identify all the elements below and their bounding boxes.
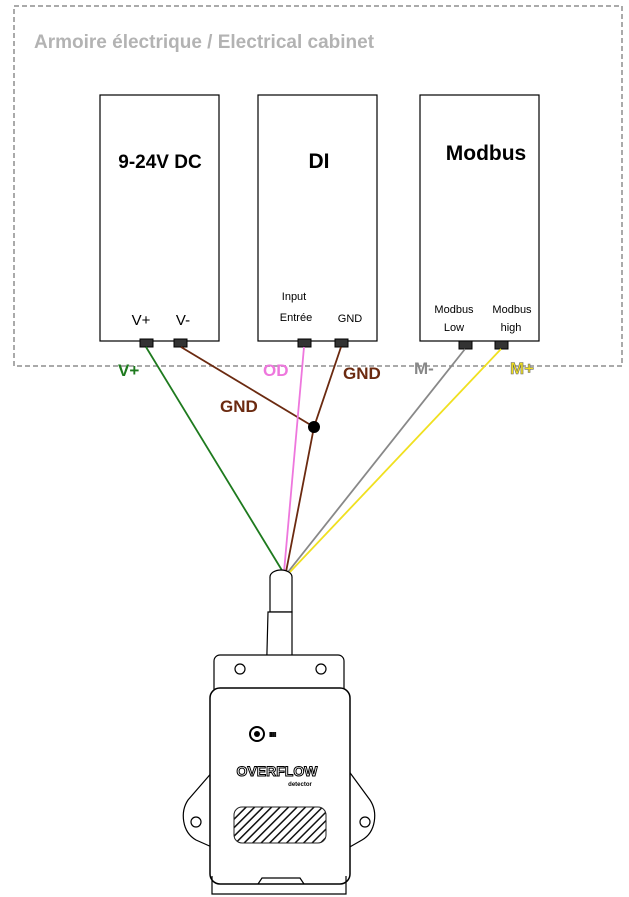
modbus-high-label-2: high	[501, 322, 522, 334]
terminal-di-gnd	[334, 338, 349, 348]
device-label-area	[233, 806, 327, 844]
power-module	[99, 94, 220, 342]
cabinet-boundary	[13, 5, 623, 367]
terminal-vplus	[139, 338, 154, 348]
terminal-vminus	[173, 338, 188, 348]
wire-mplus	[289, 348, 502, 573]
di-input-label-2: Entrée	[280, 312, 312, 324]
modbus-low-label-2: Low	[444, 322, 464, 334]
di-gnd-label: GND	[338, 313, 363, 325]
modbus-high-label-1: Modbus	[492, 304, 532, 316]
terminal-modbus-high	[494, 340, 509, 350]
di-module	[257, 94, 378, 342]
power-module-title: 9-24V DC	[118, 152, 202, 173]
wire-label-od: OD	[263, 361, 289, 380]
wire-vplus	[145, 346, 284, 573]
cable	[269, 577, 293, 613]
product-name: OVERFLOW	[237, 763, 319, 779]
terminal-vminus-label: V-	[176, 312, 190, 329]
cabinet-title: Armoire électrique / Electrical cabinet	[34, 32, 375, 53]
di-input-label-1: Input	[282, 291, 306, 303]
modbus-module	[419, 94, 540, 342]
modbus-low-label-1: Modbus	[434, 304, 474, 316]
gnd-junction	[308, 421, 320, 433]
di-module-title: DI	[309, 150, 330, 173]
wire-gnd-power	[180, 346, 315, 428]
overflow-detector: IIIIIII OVERFLOW detector	[182, 654, 376, 895]
wire-label-gnd-power: GND	[220, 397, 258, 416]
brand-line: IIIIIII	[269, 732, 277, 739]
wire-label-mminus: M-	[414, 359, 434, 378]
wire-label-vplus: V+	[118, 361, 139, 380]
modbus-module-title: Modbus	[446, 142, 526, 165]
wire-od	[283, 346, 305, 573]
product-sub: detector	[288, 782, 312, 788]
wire-label-mplus: M+	[510, 359, 534, 378]
terminal-modbus-low	[458, 340, 473, 350]
wire-label-gnd-di: GND	[343, 364, 381, 383]
terminal-vplus-label: V+	[132, 312, 151, 329]
terminal-di-input	[297, 338, 312, 348]
wire-mminus	[287, 348, 466, 573]
